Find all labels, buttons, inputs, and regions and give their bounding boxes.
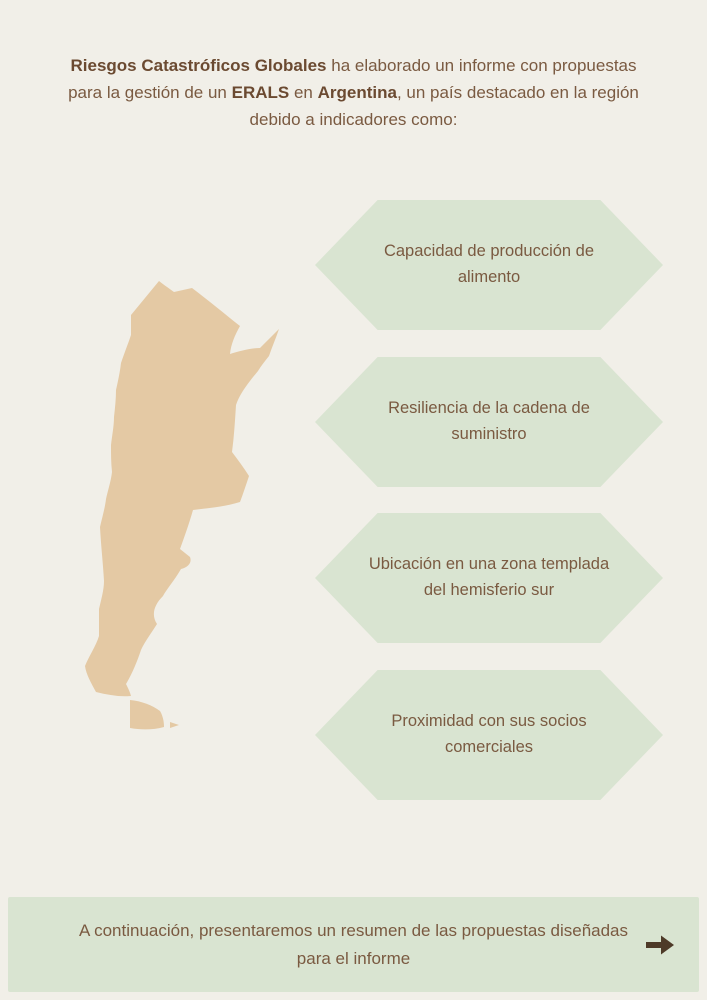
indicator-hexagon-trade-partners: Proximidad con sus socios comerciales — [315, 670, 663, 800]
intro-segment: ha elaborado un informe con propuestas p… — [68, 56, 637, 103]
isla-de-los-estados-shape — [170, 722, 179, 728]
indicator-hexagon-temperate-zone: Ubicación en una zona templada del hemis… — [315, 513, 663, 643]
tierra-del-fuego-shape — [130, 700, 164, 730]
intro-segment: , un país destacado en la región debido … — [249, 83, 639, 130]
indicator-label: Resiliencia de la cadena de suministro — [388, 399, 590, 443]
intro-text: Riesgos Catastróficos Globales ha elabor… — [59, 52, 649, 134]
indicator-hexagon-supply-chain: Resiliencia de la cadena de suministro — [315, 357, 663, 487]
indicator-label: Capacidad de producción de alimento — [383, 242, 595, 286]
indicator-hexagon-food-production: Capacidad de producción de alimento — [315, 200, 663, 330]
arrow-right-icon — [645, 934, 675, 956]
intro-segment-erals: ERALS — [231, 83, 290, 103]
intro-segment-org: Riesgos Catastróficos Globales — [70, 56, 327, 75]
footer-text: A continuación, presentaremos un resumen… — [78, 921, 629, 968]
argentina-map — [85, 281, 279, 730]
intro-segment: en — [289, 83, 318, 103]
intro-segment-argentina: Argentina — [317, 83, 397, 103]
indicator-label: Ubicación en una zona templada del hemis… — [368, 555, 610, 599]
footer-banner: A continuación, presentaremos un resumen… — [8, 897, 699, 992]
argentina-mainland-shape — [85, 281, 279, 697]
indicator-label: Proximidad con sus socios comerciales — [391, 712, 587, 756]
